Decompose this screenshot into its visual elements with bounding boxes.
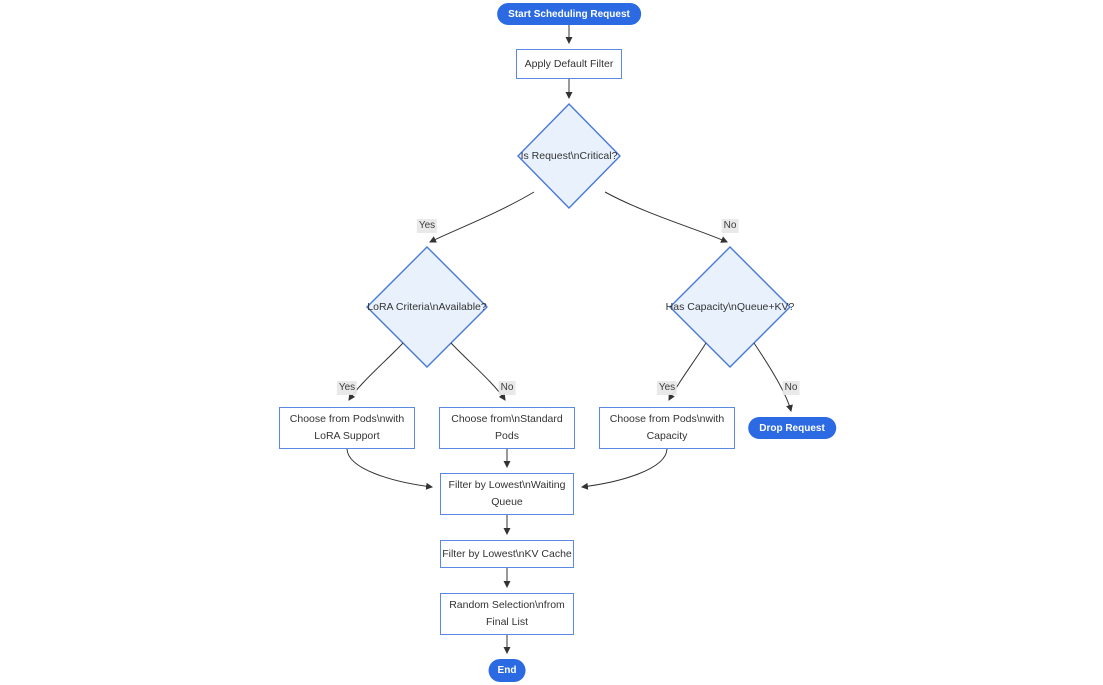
edge-label-capacity-no: No [782, 381, 800, 395]
edge-lora-chooselora-yes [348, 342, 404, 401]
edge-chooselora-filterqueue [346, 448, 434, 490]
node-start: Start Scheduling Request [497, 3, 641, 25]
node-apply-default-filter: Apply Default Filter [516, 49, 622, 79]
node-end: End [488, 659, 526, 682]
node-choose-standard-pods: Choose from\nStandard Pods [439, 407, 575, 449]
edge-choosecapacity-filterqueue [580, 448, 668, 490]
node-drop-request: Drop Request [748, 417, 836, 439]
decision-has-capacity-label: Has Capacity\nQueue+KV? [665, 301, 795, 313]
node-filter-waiting-queue: Filter by Lowest\nWaiting Queue [440, 473, 574, 515]
edge-label-capacity-yes: Yes [656, 381, 678, 395]
edge-lora-choosestandard-no [450, 342, 506, 401]
edge-label-lora-yes: Yes [336, 381, 358, 395]
edge-iscritical-capacity-no [604, 191, 728, 243]
decision-lora-criteria-label: LoRA Criteria\nAvailable? [367, 301, 487, 313]
edge-iscritical-lora-yes [429, 191, 535, 243]
node-random-selection: Random Selection\nfrom Final List [440, 593, 574, 635]
node-choose-lora-pods: Choose from Pods\nwith LoRA Support [279, 407, 415, 449]
decision-lora-criteria [366, 246, 488, 368]
edge-label-lora-no: No [498, 381, 516, 395]
node-filter-kv-cache: Filter by Lowest\nKV Cache [440, 540, 574, 568]
decision-has-capacity [669, 246, 791, 368]
decision-is-critical-label: Is Request\nCritical? [520, 150, 618, 162]
decision-is-critical [517, 103, 621, 209]
edge-label-critical-no: No [721, 219, 739, 233]
edge-capacity-choosecapacity-yes [668, 342, 707, 401]
edge-label-critical-yes: Yes [416, 219, 438, 233]
edge-capacity-droprequest-no [753, 342, 793, 413]
node-choose-capacity-pods: Choose from Pods\nwith Capacity [599, 407, 735, 449]
